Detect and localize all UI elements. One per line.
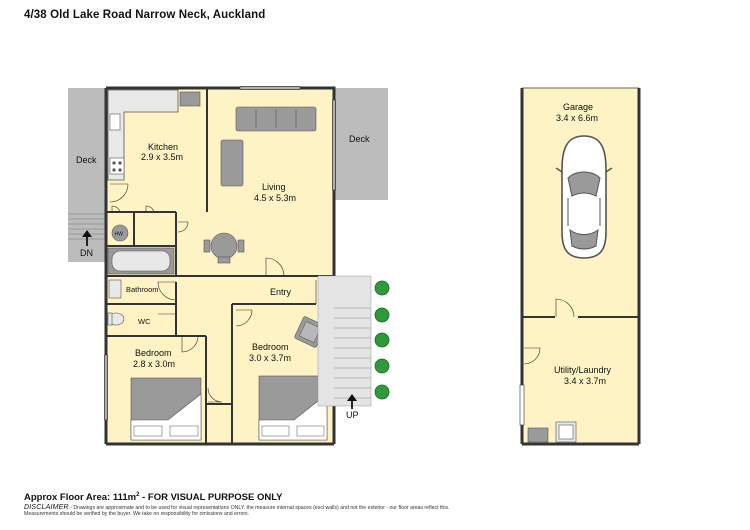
- stairs-up-label: UP: [346, 410, 359, 420]
- disclaimer-text: - Drawings are approximate and to be use…: [24, 505, 450, 517]
- shrub: [374, 384, 390, 400]
- kitchen-dims: 2.9 x 3.5m: [141, 152, 183, 162]
- garage-name: Garage: [563, 102, 593, 112]
- car-icon: [555, 135, 613, 259]
- shrub: [374, 307, 390, 323]
- utility-dims: 3.4 x 3.7m: [564, 376, 606, 386]
- utility-name: Utility/Laundry: [554, 365, 612, 375]
- bathroom-label: Bathroom: [126, 285, 159, 294]
- disclaimer-title: DISCLAIMER: [24, 504, 69, 511]
- garage-dims: 3.4 x 6.6m: [556, 113, 598, 123]
- down-arrow-icon: [82, 230, 92, 246]
- deck-right: [333, 88, 388, 200]
- door-swings: [109, 183, 317, 403]
- living-name: Living: [262, 182, 286, 192]
- deck-right-label: Deck: [349, 134, 370, 144]
- stairs-down-label: DN: [80, 248, 93, 258]
- floor-area-superscript: 2: [136, 492, 140, 498]
- disclaimer: DISCLAIMER - Drawings are approximate an…: [24, 504, 464, 517]
- hw-label: HW: [115, 232, 124, 238]
- up-arrow-icon: [347, 394, 357, 409]
- bedroom2-dims: 3.0 x 3.7m: [249, 353, 291, 363]
- garage-walls: [520, 88, 641, 446]
- page-title: 4/38 Old Lake Road Narrow Neck, Auckland: [24, 9, 266, 21]
- shrub: [374, 332, 390, 348]
- windows-outline: [104, 86, 336, 421]
- bedroom1-bed: [130, 377, 202, 441]
- living-furniture: [203, 106, 317, 264]
- shrub: [374, 280, 390, 296]
- shrub: [374, 358, 390, 374]
- entry-label: Entry: [270, 287, 292, 297]
- floor-area-suffix: - FOR VISUAL PURPOSE ONLY: [139, 492, 283, 504]
- garage-window: [519, 384, 525, 426]
- floor-area-note: Approx Floor Area: 111m2 - FOR VISUAL PU…: [24, 492, 283, 503]
- floor-area-prefix: Approx Floor Area: 111m: [24, 492, 137, 504]
- garage-door-swings: [523, 298, 575, 365]
- bedroom1-name: Bedroom: [135, 348, 172, 358]
- kitchen-name: Kitchen: [148, 142, 178, 152]
- shrubs: [374, 280, 390, 400]
- wc-label: WC: [138, 317, 151, 326]
- living-dims: 4.5 x 5.3m: [254, 193, 296, 203]
- deck-left-label: Deck: [76, 155, 97, 165]
- bedroom2-bed: [258, 375, 328, 441]
- kitchen-counter: [107, 89, 201, 181]
- hot-water-cylinder: [111, 224, 129, 242]
- front-stairs: [317, 275, 372, 407]
- laundry-fixtures: [527, 421, 577, 443]
- bedroom1-dims: 2.8 x 3.0m: [133, 359, 175, 369]
- bedroom2-name: Bedroom: [252, 342, 289, 352]
- house-interior-walls: [106, 88, 334, 444]
- bathroom-fixtures: [107, 247, 175, 326]
